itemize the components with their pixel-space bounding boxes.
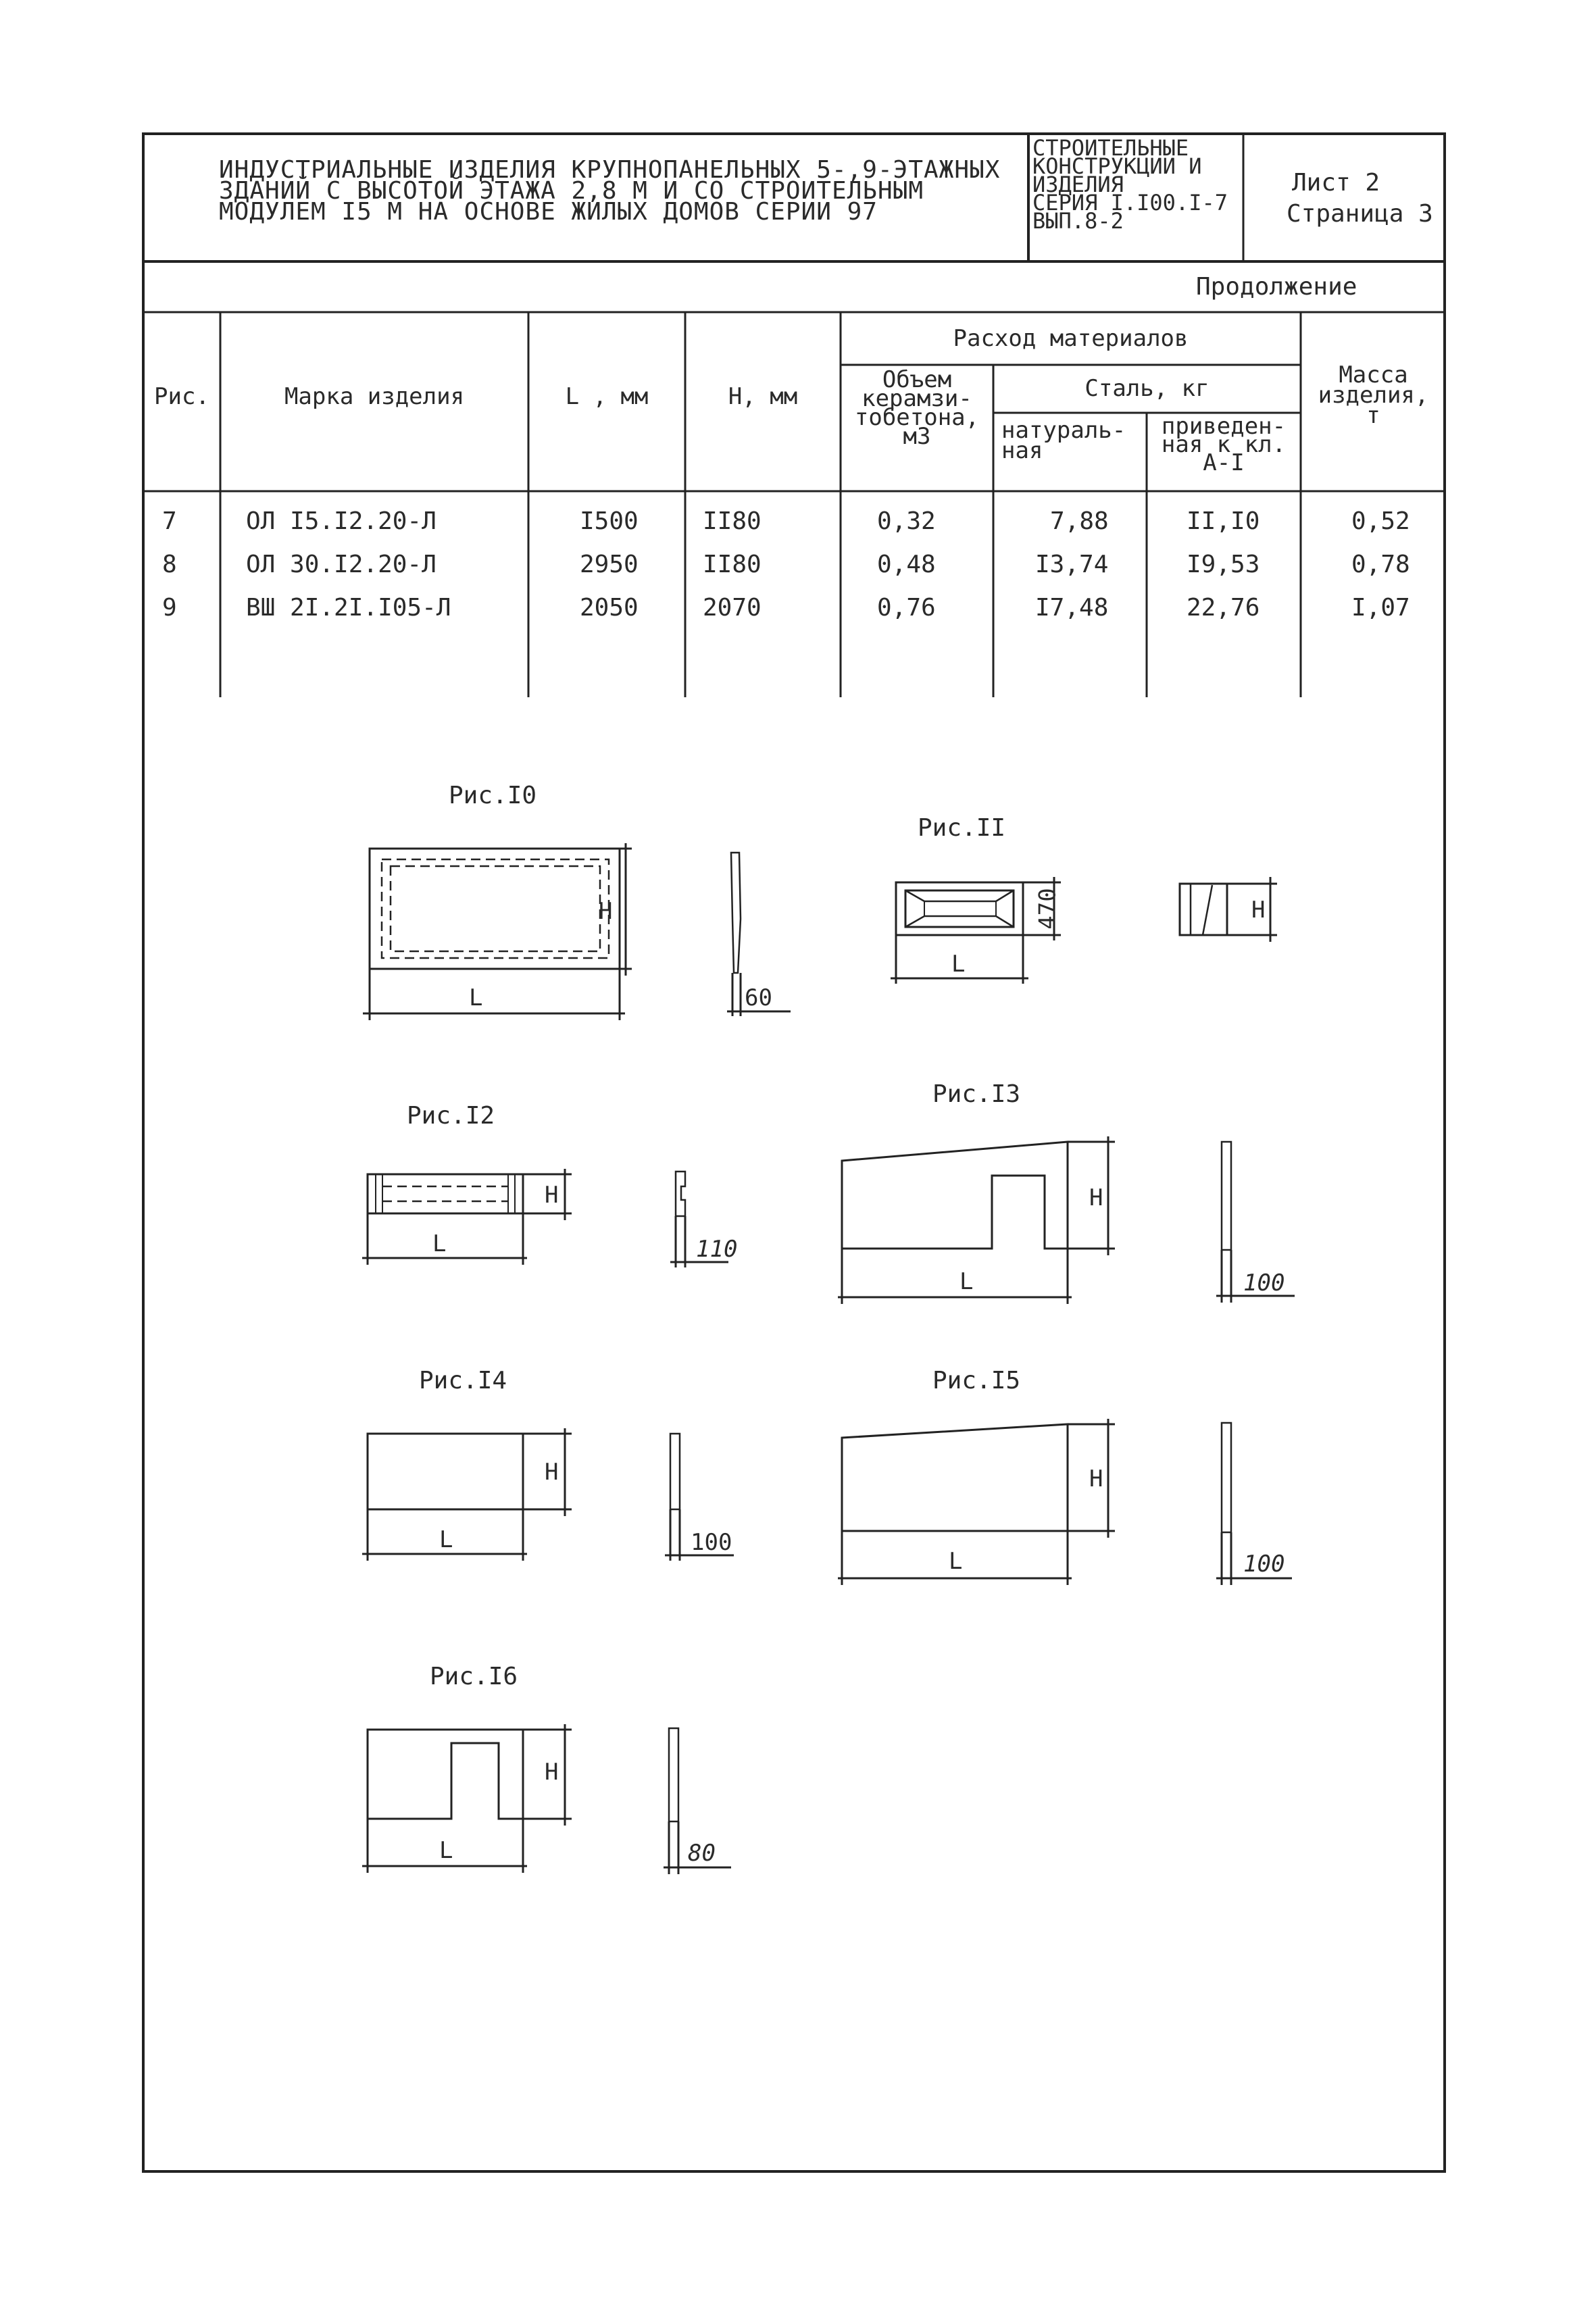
cell-reduced: 22,76	[1187, 594, 1260, 622]
header-series-line: КОНСТРУКЦИИ И	[1032, 153, 1202, 179]
cell-mark: ОЛ I5.I2.20-Л	[246, 507, 437, 535]
volume-line: Объем	[882, 366, 952, 393]
cell-fig: 9	[162, 594, 177, 622]
fig11-section-height-label: H	[1251, 897, 1266, 924]
volume-line: керамзи-	[862, 385, 972, 412]
col-header-volume: Объем керамзи- тобетона, м3	[841, 366, 993, 450]
cell-mass: I,07	[1351, 594, 1410, 622]
volume-line: м3	[903, 423, 931, 450]
fig10-drawing	[363, 843, 791, 1020]
header-series-line: ИЗДЕЛИЯ	[1032, 172, 1124, 197]
fig10-height-label: H	[599, 898, 613, 925]
fig14-drawing	[362, 1428, 734, 1561]
cell-natural: I3,74	[1035, 551, 1109, 578]
page-number: Страница 3	[1287, 200, 1433, 228]
fig12-caption: Рис.I2	[407, 1102, 495, 1130]
col-header-materials: Расход материалов	[953, 325, 1189, 352]
cell-volume: 0,32	[877, 507, 936, 535]
fig15-thickness-label: 100	[1243, 1551, 1285, 1578]
page-frame	[142, 132, 1446, 2173]
cell-natural: 7,88	[1050, 507, 1109, 535]
col-header-steel: Сталь, кг	[1084, 375, 1210, 402]
col-header-reduced: приведен- ная к кл. А-I	[1147, 413, 1301, 476]
fig15-drawing	[838, 1419, 1292, 1585]
cell-fig: 8	[162, 551, 177, 578]
col-header-fig: Рис.	[154, 383, 209, 410]
fig14-height-label: H	[545, 1459, 559, 1486]
fig11-length-label: L	[951, 951, 966, 978]
fig12-drawing	[362, 1169, 728, 1267]
col-header-mass: Масса изделия, т	[1301, 361, 1446, 429]
mass-line: изделия,	[1318, 382, 1429, 409]
fig12-thickness-label: 110	[696, 1236, 738, 1263]
col-header-mark: Марка изделия	[284, 383, 465, 410]
cell-mass: 0,78	[1351, 551, 1410, 578]
fig11-height-label: 470	[1034, 888, 1062, 930]
header-series-line: ВЫП.8-2	[1032, 208, 1124, 234]
fig13-length-label: L	[959, 1268, 974, 1295]
cell-height: 2070	[703, 594, 762, 622]
cell-length: I500	[580, 507, 639, 535]
cell-height: II80	[703, 551, 762, 578]
fig15-height-label: H	[1089, 1465, 1103, 1492]
natural-line: ная	[1001, 437, 1043, 464]
fig14-length-label: L	[439, 1526, 453, 1553]
fig12-height-label: H	[545, 1182, 559, 1209]
header-series: СТРОИТЕЛЬНЫЕ КОНСТРУКЦИИ И ИЗДЕЛИЯ СЕРИЯ…	[1032, 135, 1228, 234]
fig14-thickness-label: 100	[691, 1529, 732, 1556]
fig13-thickness-label: 100	[1243, 1269, 1285, 1297]
fig11-caption: Рис.II	[918, 814, 1006, 842]
fig10-caption: Рис.I0	[449, 782, 537, 809]
cell-volume: 0,48	[877, 551, 936, 578]
header-title-line: ЗДАНИЙ С ВЫСОТОЙ ЭТАЖА 2,8 М И СО СТРОИТ…	[219, 177, 924, 205]
header-series-line: СЕРИЯ I.I00.I-7	[1032, 190, 1228, 216]
fig15-length-label: L	[949, 1548, 963, 1575]
fig11-drawing	[891, 877, 1277, 984]
mass-line: Масса	[1339, 361, 1408, 388]
cell-length: 2950	[580, 551, 639, 578]
cell-mark: ОЛ 30.I2.20-Л	[246, 551, 437, 578]
fig12-length-label: L	[432, 1230, 447, 1257]
reduced-line: приведен-	[1161, 413, 1287, 440]
cell-height: II80	[703, 507, 762, 535]
cell-volume: 0,76	[877, 594, 936, 622]
col-header-natural: натураль- ная	[993, 417, 1147, 464]
sheet-number: Лист 2	[1292, 169, 1380, 197]
cell-reduced: I9,53	[1187, 551, 1260, 578]
cell-reduced: II,I0	[1187, 507, 1260, 535]
continuation-label: Продолжение	[1196, 273, 1357, 301]
fig16-length-label: L	[439, 1837, 453, 1864]
reduced-line: ная к кл.	[1161, 431, 1287, 458]
fig14-caption: Рис.I4	[419, 1367, 507, 1394]
fig16-thickness-label: 80	[688, 1840, 716, 1867]
natural-line: натураль-	[1001, 417, 1126, 444]
cell-natural: I7,48	[1035, 594, 1109, 622]
reduced-line: А-I	[1203, 449, 1245, 476]
col-header-height: Н, мм	[728, 383, 798, 410]
mass-line: т	[1366, 402, 1380, 429]
fig16-height-label: H	[545, 1759, 559, 1786]
fig15-caption: Рис.I5	[932, 1367, 1021, 1394]
cell-fig: 7	[162, 507, 177, 535]
cell-length: 2050	[580, 594, 639, 622]
fig16-drawing	[362, 1724, 731, 1874]
cell-mark: ВШ 2I.2I.I05-Л	[246, 594, 451, 622]
fig13-drawing	[838, 1136, 1295, 1304]
fig10-length-label: L	[469, 984, 483, 1011]
col-header-length: L , мм	[565, 383, 649, 410]
fig13-height-label: H	[1089, 1184, 1103, 1211]
fig13-caption: Рис.I3	[932, 1080, 1021, 1108]
header-series-line: СТРОИТЕЛЬНЫЕ	[1032, 135, 1189, 161]
cell-mass: 0,52	[1351, 507, 1410, 535]
header-title-line: МОДУЛЕМ I5 М НА ОСНОВЕ ЖИЛЫХ ДОМОВ СЕРИИ…	[219, 198, 878, 226]
header-title: ИНДУСТРИАЛЬНЫЕ ИЗДЕЛИЯ КРУПНОПАНЕЛЬНЫХ 5…	[219, 156, 1001, 226]
fig10-thickness-label: 60	[745, 984, 772, 1011]
fig16-caption: Рис.I6	[430, 1663, 518, 1690]
volume-line: тобетона,	[854, 404, 980, 431]
header-title-line: ИНДУСТРИАЛЬНЫЕ ИЗДЕЛИЯ КРУПНОПАНЕЛЬНЫХ 5…	[219, 156, 1001, 184]
